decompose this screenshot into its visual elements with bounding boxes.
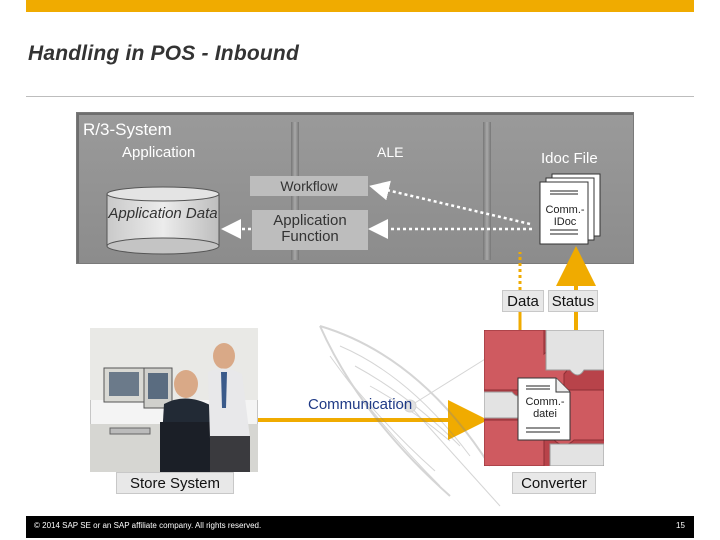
satellite-dish-icon [319, 325, 501, 507]
slide-title: Handling in POS - Inbound [28, 42, 299, 65]
database-cylinder-icon [106, 186, 220, 255]
brand-bar [26, 0, 694, 12]
footer-copyright: © 2014 SAP SE or an SAP affiliate compan… [34, 521, 262, 530]
store-system-photo [90, 328, 258, 472]
converter-tag: Converter [512, 472, 596, 494]
communication-label: Communication [308, 396, 413, 413]
page-number: 15 [676, 521, 685, 530]
status-tag: Status [548, 290, 598, 312]
idoc-documents-icon [539, 173, 601, 245]
title-divider [26, 96, 694, 97]
comm-datei-document-icon [517, 377, 571, 441]
data-tag: Data [502, 290, 544, 312]
comm-datei-label: Comm.- datei [525, 396, 565, 420]
column-ale-label: ALE [377, 144, 404, 160]
application-function-label: Application Function [273, 212, 347, 245]
column-separator-2 [483, 122, 491, 260]
application-function-box: Application Function [252, 210, 368, 250]
application-data-label: Application Data [108, 205, 218, 222]
workflow-box: Workflow [250, 176, 368, 196]
column-application-label: Application [122, 144, 196, 161]
footer-bar [26, 516, 694, 538]
column-idoc-file-label: Idoc File [541, 150, 598, 167]
store-system-tag: Store System [116, 472, 234, 494]
r3-system-label: R/3-System [83, 120, 172, 139]
comm-idoc-label: Comm.- IDoc [545, 204, 585, 228]
